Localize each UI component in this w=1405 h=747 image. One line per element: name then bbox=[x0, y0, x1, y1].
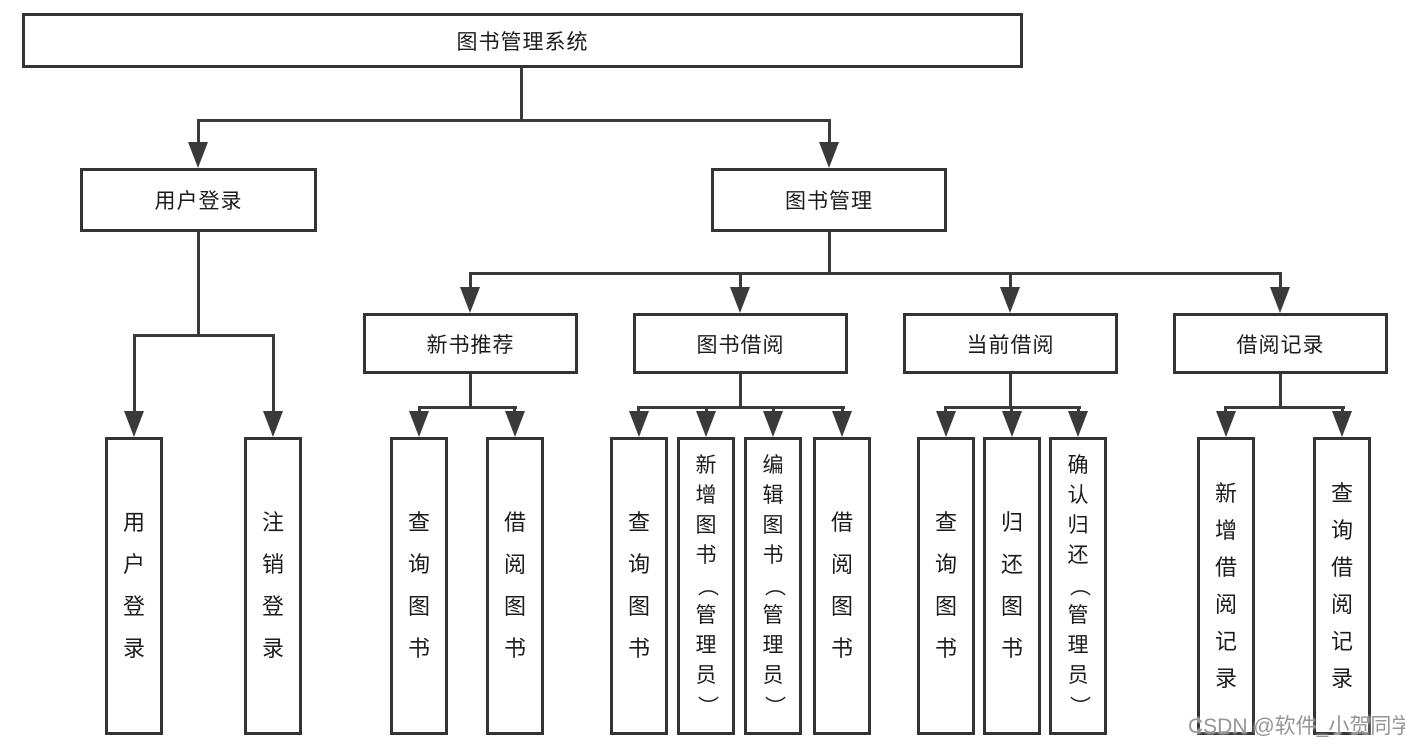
leaf-user-login: 用户登录 bbox=[105, 437, 163, 735]
leaf-logout: 注销登录 bbox=[244, 437, 302, 735]
arrowhead-down-icon bbox=[832, 411, 852, 437]
leaf-edit-books-admin: 编辑图书（管理员） bbox=[744, 437, 802, 735]
node-label: 图书借阅 bbox=[696, 333, 785, 357]
arrowhead-down-icon bbox=[1216, 411, 1236, 437]
arrowhead-down-icon bbox=[1270, 287, 1290, 313]
connector-line bbox=[469, 272, 1282, 275]
connector-line bbox=[1279, 374, 1282, 409]
leaf-add-borrow-record: 新增借阅记录 bbox=[1197, 437, 1255, 735]
arrowhead-down-icon bbox=[1068, 411, 1088, 437]
node-book-management: 图书管理 bbox=[711, 168, 947, 232]
node-book-borrowing: 图书借阅 bbox=[633, 313, 848, 374]
arrowhead-down-icon bbox=[936, 411, 956, 437]
node-borrow-records: 借阅记录 bbox=[1173, 313, 1388, 374]
leaf-borrow-books: 借阅图书 bbox=[813, 437, 871, 735]
connector-line bbox=[469, 374, 472, 409]
arrowhead-down-icon bbox=[730, 287, 750, 313]
arrowhead-down-icon bbox=[1002, 411, 1022, 437]
leaf-query-books: 查询图书 bbox=[610, 437, 668, 735]
connector-line bbox=[133, 334, 136, 415]
arrowhead-down-icon bbox=[505, 411, 525, 437]
leaf-confirm-return-admin: 确认归还（管理员） bbox=[1049, 437, 1107, 735]
arrowhead-down-icon bbox=[460, 287, 480, 313]
node-label: 用户登录 bbox=[154, 190, 243, 213]
watermark: CSDN @软件_小贺同学 bbox=[1188, 715, 1405, 738]
node-user-login: 用户登录 bbox=[80, 168, 317, 232]
arrowhead-down-icon bbox=[1000, 287, 1020, 313]
connector-line bbox=[1009, 374, 1012, 409]
arrowhead-down-icon bbox=[819, 142, 839, 168]
connector-line bbox=[520, 68, 523, 121]
connector-line bbox=[828, 119, 831, 147]
node-label: 借阅记录 bbox=[1236, 333, 1325, 357]
leaf-return-books: 归还图书 bbox=[983, 437, 1041, 735]
arrowhead-down-icon bbox=[696, 411, 716, 437]
leaf-query-books: 查询图书 bbox=[390, 437, 448, 735]
node-label: 当前借阅 bbox=[966, 333, 1055, 357]
node-label: 新书推荐 bbox=[426, 333, 515, 357]
arrowhead-down-icon bbox=[263, 411, 283, 437]
node-new-book-recommend: 新书推荐 bbox=[363, 313, 578, 374]
node-label: 图书管理 bbox=[785, 190, 873, 213]
connector-line bbox=[739, 272, 742, 292]
leaf-add-books-admin: 新增图书（管理员） bbox=[677, 437, 735, 735]
connector-line bbox=[1009, 272, 1012, 292]
connector-line bbox=[469, 272, 472, 292]
leaf-borrow-books: 借阅图书 bbox=[486, 437, 544, 735]
connector-line bbox=[637, 406, 845, 409]
leaf-query-books: 查询图书 bbox=[917, 437, 975, 735]
node-label: 图书管理系统 bbox=[456, 30, 589, 54]
connector-line bbox=[739, 374, 742, 409]
leaf-query-borrow-record: 查询借阅记录 bbox=[1313, 437, 1371, 735]
arrowhead-down-icon bbox=[188, 142, 208, 168]
arrowhead-down-icon bbox=[629, 411, 649, 437]
arrowhead-down-icon bbox=[1332, 411, 1352, 437]
connector-line bbox=[197, 119, 200, 147]
connector-line bbox=[1279, 272, 1282, 292]
connector-line bbox=[272, 334, 275, 415]
arrowhead-down-icon bbox=[763, 411, 783, 437]
connector-line bbox=[197, 119, 831, 122]
connector-line bbox=[133, 334, 275, 337]
connector-line bbox=[1224, 406, 1345, 409]
connector-line bbox=[418, 406, 517, 409]
node-root-library-system: 图书管理系统 bbox=[22, 13, 1023, 68]
arrowhead-down-icon bbox=[124, 411, 144, 437]
node-current-borrowing: 当前借阅 bbox=[903, 313, 1118, 374]
connector-line bbox=[828, 232, 831, 275]
arrowhead-down-icon bbox=[409, 411, 429, 437]
connector-line bbox=[197, 232, 200, 337]
